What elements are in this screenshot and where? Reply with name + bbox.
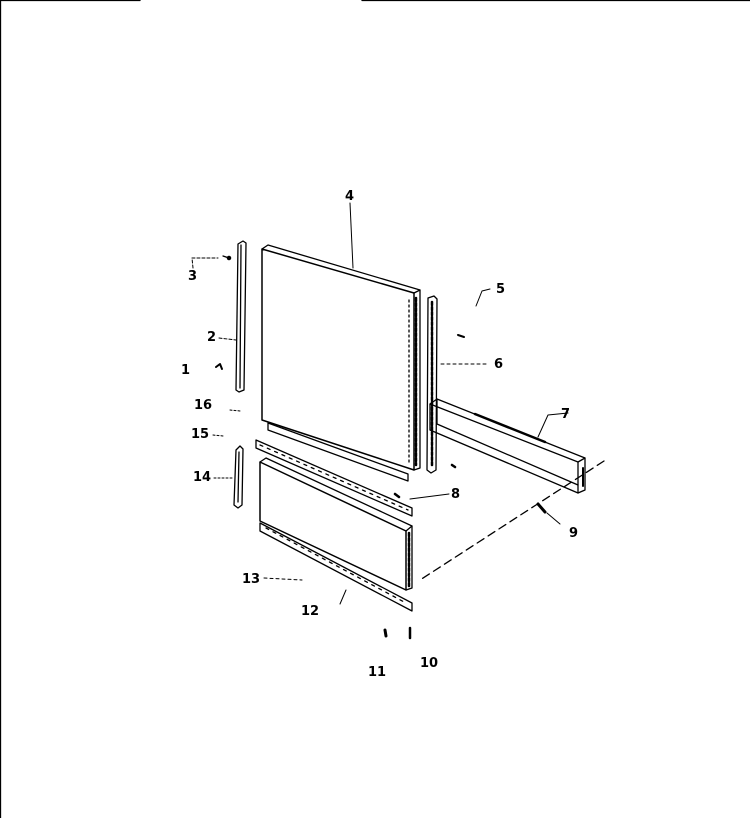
callout-4: 4	[345, 189, 355, 204]
callout-11: 11	[368, 665, 387, 680]
callout-14: 14	[193, 470, 212, 485]
screw-8	[393, 492, 401, 499]
screw-3	[222, 255, 232, 261]
callout-6: 6	[494, 357, 504, 372]
lower-panel	[259, 457, 413, 591]
callout-16: 16	[194, 398, 213, 413]
callout-3: 3	[188, 269, 198, 284]
screw-5	[457, 334, 465, 338]
callout-5: 5	[496, 282, 506, 297]
clip-1	[215, 363, 223, 370]
callout-13: 13	[242, 572, 261, 587]
callout-7: 7	[561, 407, 571, 422]
callout-15: 15	[191, 427, 210, 442]
left-side-trim	[235, 240, 247, 393]
side-strip-14	[233, 445, 244, 509]
screw-9	[536, 502, 547, 514]
leader-lines	[191, 202, 569, 605]
bracket-rail	[429, 398, 586, 494]
callout-9: 9	[569, 526, 579, 541]
right-side-trim	[426, 295, 438, 474]
trim-strip-16	[267, 422, 409, 482]
upper-panel	[261, 244, 421, 471]
trim-strip-15	[255, 439, 413, 517]
callout-1: 1	[181, 363, 191, 378]
callout-8: 8	[451, 487, 461, 502]
assembly-line	[419, 460, 605, 581]
bottom-strip-13	[259, 522, 413, 612]
screw-small	[450, 463, 457, 469]
callout-12: 12	[301, 604, 320, 619]
screw-11	[383, 628, 388, 638]
callout-2: 2	[207, 330, 217, 345]
callout-10: 10	[420, 656, 439, 671]
